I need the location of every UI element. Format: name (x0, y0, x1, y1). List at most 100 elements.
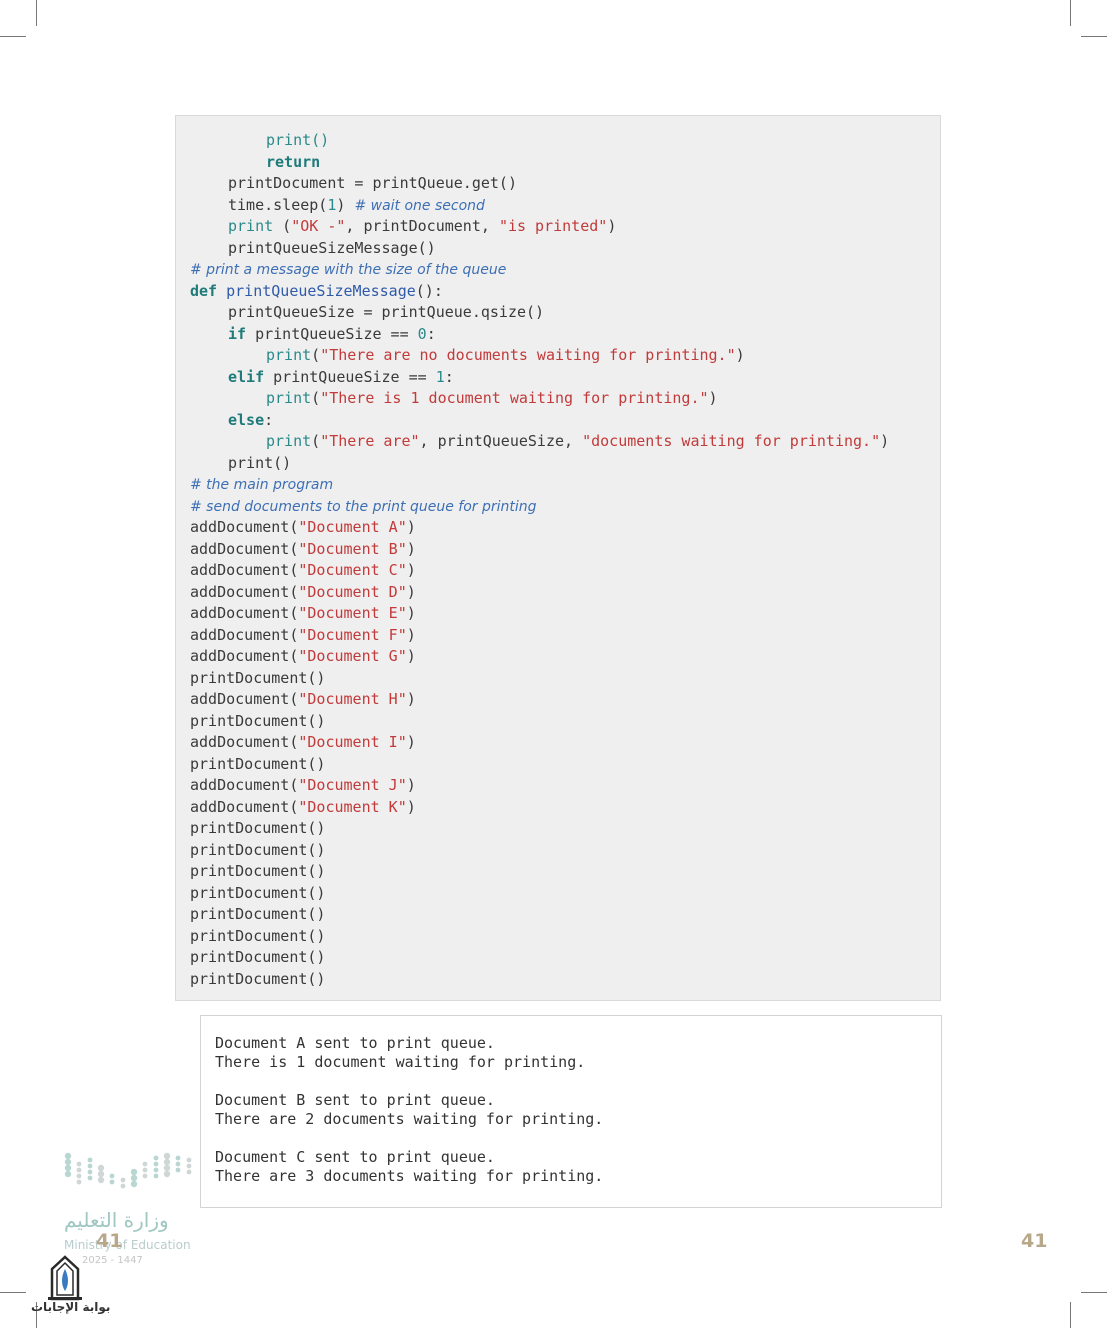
logo-dot (186, 1163, 192, 1169)
code-token: def (190, 281, 227, 300)
code-token: "Document K" (298, 797, 407, 816)
code-token: # print a message with the size of the q… (190, 262, 507, 278)
code-token: ) (406, 647, 416, 665)
code-token: printDocument() (190, 711, 326, 730)
code-token: : (426, 324, 436, 343)
logo-dot (153, 1173, 159, 1179)
logo-dot (175, 1167, 181, 1173)
output-line: Document C sent to print queue. (215, 1148, 495, 1166)
code-token: : (444, 367, 454, 386)
code-line: printDocument() (190, 817, 325, 839)
code-token: (): (415, 281, 443, 300)
code-line: return (266, 151, 320, 173)
code-token: addDocument( (190, 625, 299, 644)
code-token: ) (406, 776, 416, 794)
logo-dot (109, 1179, 115, 1185)
code-token: ( (311, 346, 321, 364)
code-token: addDocument( (190, 539, 299, 558)
code-token: addDocument( (190, 561, 299, 579)
code-line: printQueueSize = printQueue.qsize() (228, 301, 544, 323)
code-line: # the main program (190, 473, 333, 495)
logo-dot (142, 1161, 148, 1167)
logo-dot (120, 1183, 126, 1189)
code-line: print() (228, 452, 291, 474)
code-token: return (266, 152, 321, 171)
code-token: addDocument( (190, 776, 299, 794)
code-token: time.sleep( (228, 195, 328, 214)
logo-dot (64, 1158, 72, 1166)
code-token: # wait one second (354, 197, 485, 214)
code-token: ) (406, 518, 416, 536)
crop-mark (0, 36, 26, 37)
code-token: printDocument() (190, 754, 326, 773)
code-token: ) (406, 625, 416, 644)
code-token: printQueueSize == (273, 367, 436, 386)
program-output: Document A sent to print queue.There is … (200, 1015, 942, 1208)
ministry-name-english: Ministry of Education (64, 1238, 191, 1252)
answers-gate-site-name: بوابة الإجابات (31, 1300, 111, 1314)
code-token: # send documents to the print queue for … (190, 498, 537, 515)
code-token: 1 (327, 195, 337, 214)
code-token: "documents waiting for printing." (582, 432, 881, 450)
code-line: print ("OK -", printDocument, "is printe… (228, 215, 616, 237)
code-token: printDocument() (190, 883, 326, 902)
code-line: addDocument("Document B") (190, 538, 416, 560)
code-line: addDocument("Document J") (190, 774, 416, 796)
output-line: Document B sent to print queue. (215, 1091, 495, 1109)
code-line: printDocument() (190, 860, 325, 882)
code-line: addDocument("Document C") (190, 559, 416, 581)
logo-dot (186, 1169, 192, 1175)
logo-dot (130, 1174, 138, 1182)
code-token: printDocument = printQueue.get() (228, 174, 517, 192)
code-token: ) (406, 690, 416, 708)
code-line: addDocument("Document I") (190, 731, 416, 753)
logo-dot (186, 1157, 192, 1163)
code-token: print (266, 346, 312, 364)
code-token: "Document E" (298, 604, 407, 622)
logo-dot (175, 1155, 181, 1161)
logo-dot (97, 1170, 105, 1178)
logo-dot (163, 1170, 171, 1178)
logo-dot (87, 1163, 93, 1169)
logo-dot (175, 1161, 181, 1167)
logo-dot (130, 1168, 138, 1176)
code-line: else: (228, 409, 273, 431)
code-token: "There are" (320, 432, 420, 450)
code-line: printDocument = printQueue.get() (228, 172, 517, 194)
code-line: elif printQueueSize == 1: (228, 366, 454, 388)
output-line: There are 3 documents waiting for printi… (215, 1167, 604, 1185)
logo-dot (97, 1176, 105, 1184)
logo-dot (87, 1157, 93, 1163)
code-token: ( (311, 432, 321, 450)
logo-dot (76, 1173, 82, 1179)
logo-dot (163, 1164, 171, 1172)
code-token: ) (607, 217, 617, 235)
code-token: print() (228, 453, 292, 472)
code-line: printDocument() (190, 968, 325, 990)
code-token: ( (311, 389, 321, 407)
output-line: There are 2 documents waiting for printi… (215, 1110, 604, 1128)
code-line: printDocument() (190, 710, 325, 732)
ministry-year: 2025 - 1447 (82, 1255, 143, 1266)
logo-dot (163, 1158, 171, 1166)
logo-dot (153, 1161, 159, 1167)
code-token: ) (406, 604, 416, 622)
code-token: elif (228, 367, 274, 386)
code-token: printDocument() (190, 969, 326, 988)
code-token: printQueueSize == (255, 324, 418, 343)
code-token: ) (406, 561, 416, 579)
code-token: ) (406, 797, 416, 816)
crop-mark (0, 1292, 26, 1293)
code-token: printDocument() (190, 840, 326, 859)
code-line: print() (266, 129, 329, 151)
code-token: addDocument( (190, 518, 299, 536)
code-token: "Document D" (298, 582, 407, 601)
crop-mark (36, 1302, 37, 1328)
code-line: printQueueSizeMessage() (228, 237, 436, 259)
code-token: printDocument() (190, 819, 326, 837)
code-token: addDocument( (190, 647, 299, 665)
code-token: printDocument() (190, 948, 326, 966)
code-token: "There are no documents waiting for prin… (320, 346, 736, 364)
code-token: ( (273, 217, 292, 235)
